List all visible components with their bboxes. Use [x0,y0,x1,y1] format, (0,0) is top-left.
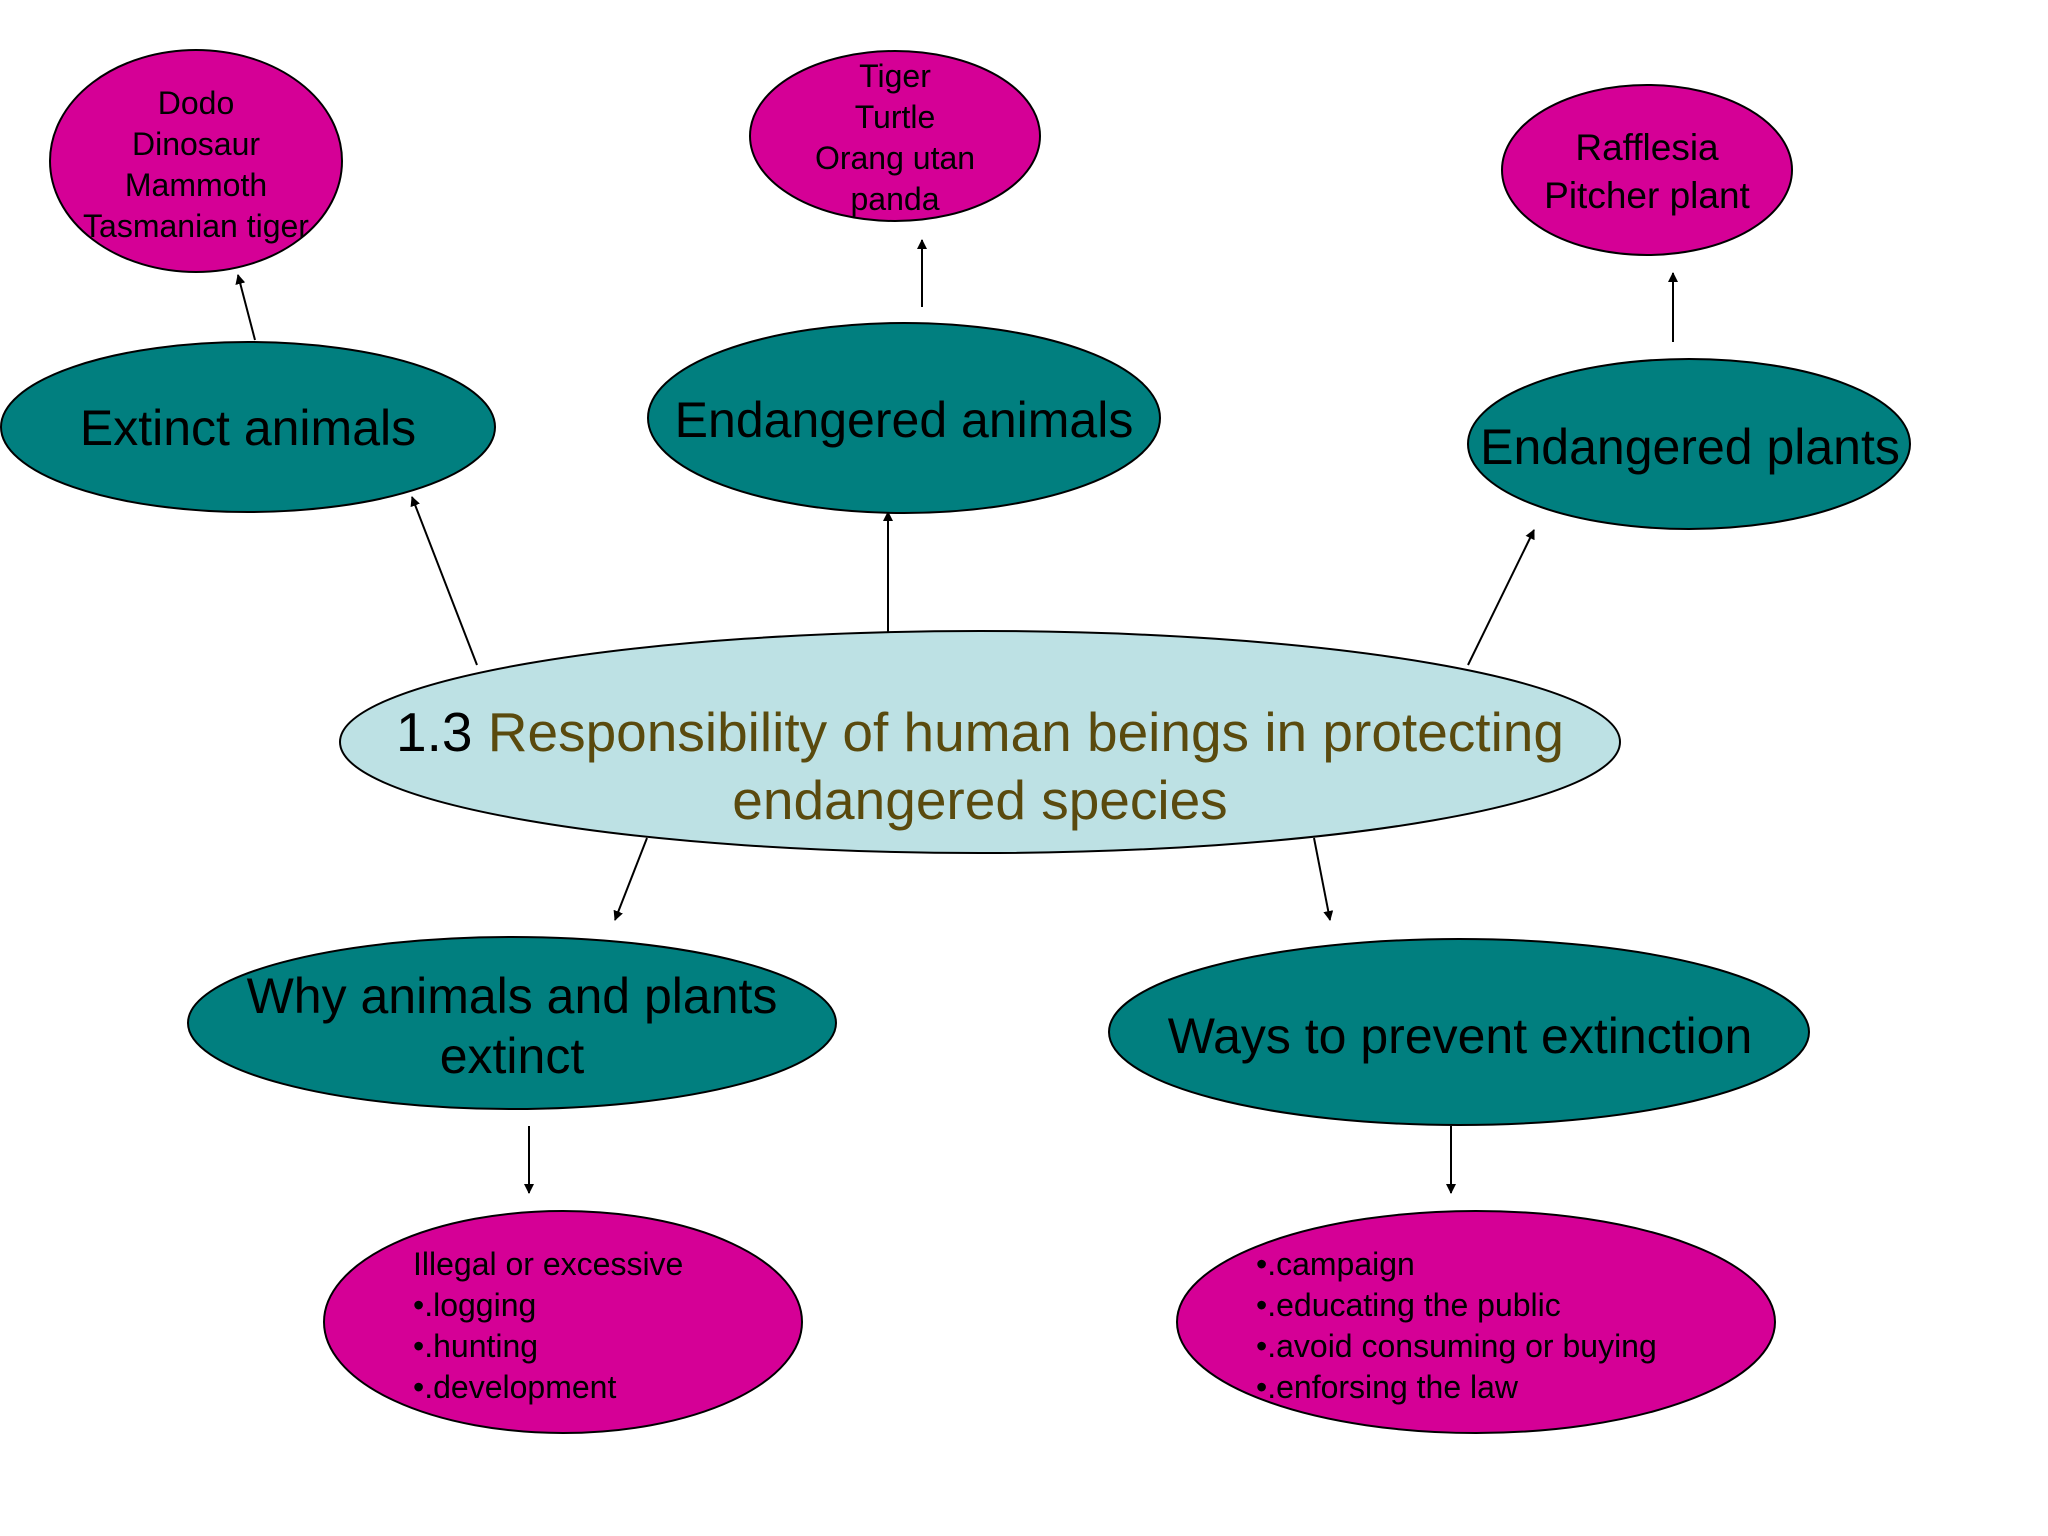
prevention-item: •.enforsing the law [1256,1369,1519,1405]
endangered-animal-examples-node [749,50,1041,222]
example-item: Orang utan [814,140,976,176]
why-extinct-label: Why animals and plants extinct [190,966,834,1086]
reasons-label: Illegal or excessive •.logging •.hunting… [413,1244,683,1408]
topic-number: 1.3 [396,701,473,763]
example-item: Dinosaur [131,126,261,162]
endangered-animal-examples-label: Tiger Turtle Orang utan panda [755,56,1035,220]
reasons-heading: Illegal or excessive [413,1246,684,1282]
example-item: Pitcher plant [1544,175,1750,216]
ways-prevent-label: Ways to prevent extinction [1167,1008,1753,1064]
prevention-item: •.educating the public [1256,1287,1561,1323]
why-extinct-label-line-2: extinct [439,1028,585,1084]
example-item: Mammoth [124,167,268,203]
reason-item: •.hunting [413,1328,539,1364]
reasons-node [323,1210,803,1434]
endangered-animals-node [647,322,1161,514]
reason-item: •.development [413,1369,617,1405]
ways-prevent-node [1108,938,1810,1126]
extinct-animals-label: Extinct animals [79,400,417,456]
arrow-extinct-animals-to-examples [235,274,256,341]
endangered-plants-label: Endangered plants [1480,419,1900,475]
reason-item: •.logging [413,1287,537,1323]
example-item: Dodo [157,85,235,121]
endangered-plant-examples-label: Rafflesia Pitcher plant [1507,124,1787,220]
prevention-item: •.campaign [1256,1246,1415,1282]
endangered-animals-label: Endangered animals [674,392,1134,448]
example-item: panda [850,181,940,217]
center-topic-node [339,630,1621,854]
extinct-examples-label: Dodo Dinosaur Mammoth Tasmanian tiger [56,83,336,247]
example-item: Turtle [854,99,936,135]
example-item: Tasmanian tiger [83,208,309,244]
topic-title-line-1: Responsibility of human beings in protec… [487,701,1564,763]
center-topic-label: 1.3 Responsibility of human beings in pr… [340,698,1620,834]
why-extinct-label-line-1: Why animals and plants [246,968,778,1024]
example-item: Rafflesia [1575,127,1719,168]
example-item: Tiger [859,58,931,94]
prevention-actions-node [1176,1210,1776,1434]
why-extinct-node [187,936,837,1110]
topic-title-line-2: endangered species [732,769,1228,831]
endangered-plants-node [1467,358,1911,530]
arrow-center-to-why-extinct [613,837,648,921]
prevention-item: •.avoid consuming or buying [1256,1328,1657,1364]
arrow-center-to-endangered-plants [1467,529,1535,666]
extinct-examples-node [49,49,343,273]
arrow-center-to-ways-prevent [1313,837,1334,921]
arrow-center-to-extinct-animals [410,496,478,666]
extinct-animals-node [0,341,496,513]
prevention-actions-label: •.campaign •.educating the public •.avoi… [1256,1244,1657,1408]
endangered-plant-examples-node [1501,84,1793,256]
